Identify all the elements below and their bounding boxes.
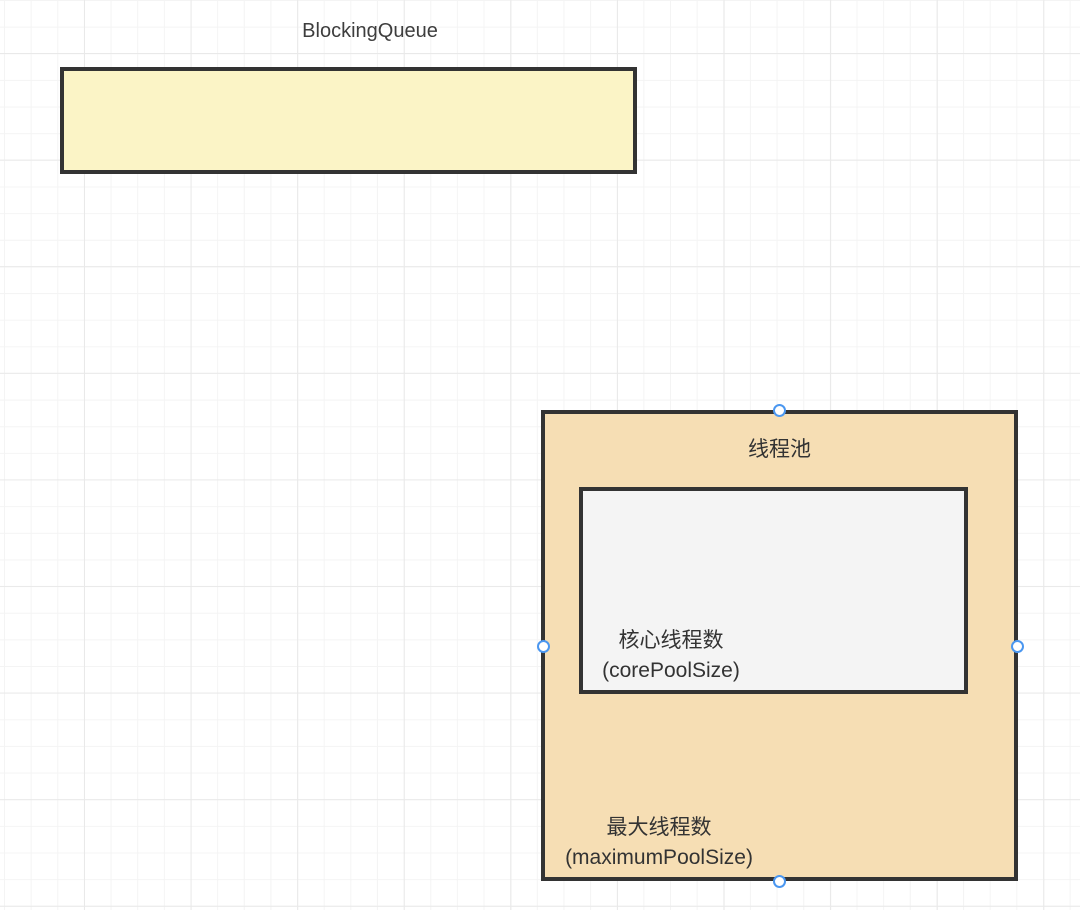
core-pool-size-label-line1: 核心线程数 bbox=[618, 629, 724, 652]
selection-handle-right[interactable] bbox=[1010, 639, 1024, 653]
selection-handle-left[interactable] bbox=[536, 639, 550, 653]
max-pool-size-label-line1: 最大线程数 bbox=[606, 816, 712, 839]
selection-handle-bottom[interactable] bbox=[772, 874, 786, 888]
blockingqueue-shape[interactable] bbox=[60, 67, 637, 174]
core-pool-size-label-line2: (corePoolSize) bbox=[602, 659, 740, 682]
thread-pool-label: 线程池 bbox=[748, 438, 811, 461]
selection-handle-top[interactable] bbox=[772, 403, 786, 417]
blockingqueue-label: BlockingQueue bbox=[302, 20, 438, 42]
core-pool-size-label: 核心线程数 (corePoolSize) bbox=[585, 626, 757, 686]
max-pool-size-label: 最大线程数 (maximumPoolSize) bbox=[553, 813, 765, 873]
max-pool-size-label-line2: (maximumPoolSize) bbox=[565, 846, 753, 869]
core-pool-shape[interactable]: 核心线程数 (corePoolSize) bbox=[579, 487, 968, 694]
